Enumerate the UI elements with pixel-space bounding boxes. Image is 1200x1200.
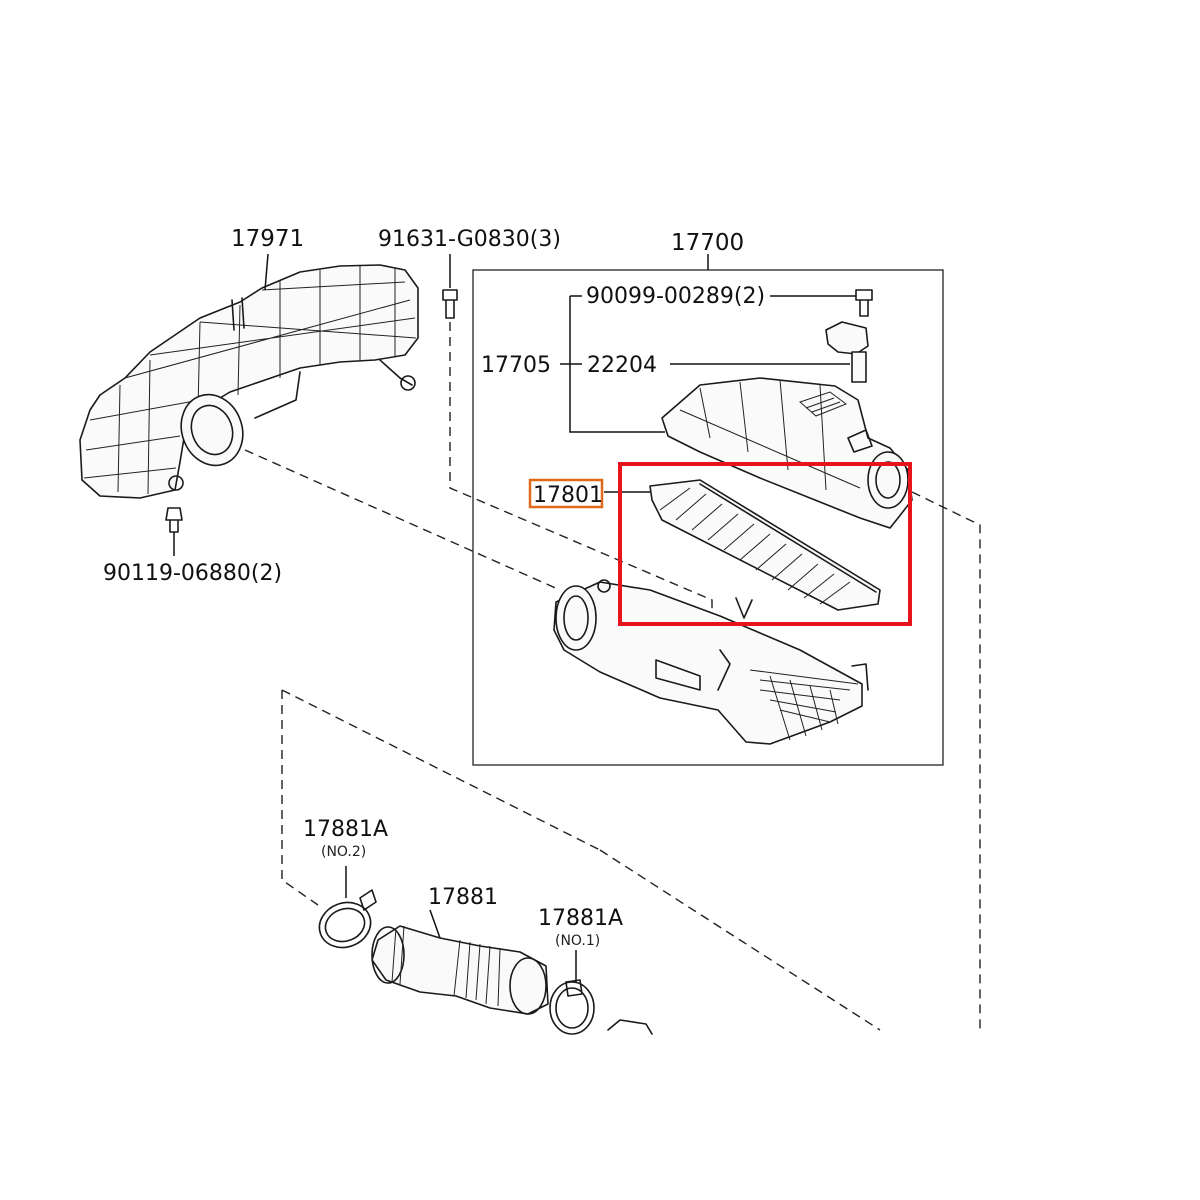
leader-17971 bbox=[264, 253, 269, 291]
label-90099-00289: 90099-00289(2) bbox=[586, 284, 765, 309]
label-17881: 17881 bbox=[428, 885, 498, 910]
highlight-box bbox=[618, 462, 912, 626]
inlet-duct-17971 bbox=[79, 264, 419, 499]
dash-diag-2 bbox=[599, 849, 881, 1031]
label-17705: 17705 bbox=[481, 353, 551, 378]
dash-left-vertical bbox=[281, 690, 319, 906]
bolt-90119-icon bbox=[165, 507, 183, 556]
bracket-17705 bbox=[560, 295, 665, 433]
clamp-17881a-no2-icon bbox=[318, 866, 377, 949]
bolt-91631-icon bbox=[442, 254, 458, 319]
label-17881a-no2: 17881A bbox=[303, 817, 388, 842]
label-17700: 17700 bbox=[671, 230, 744, 256]
label-17971: 17971 bbox=[231, 226, 304, 252]
label-17801: 17801 bbox=[533, 483, 603, 508]
dash-duct-to-case bbox=[244, 449, 561, 591]
label-17881a-no1: 17881A bbox=[538, 906, 623, 931]
label-90119-06880: 90119-06880(2) bbox=[103, 561, 282, 586]
hose-17881 bbox=[371, 909, 549, 1015]
screw-90099-icon bbox=[770, 289, 873, 317]
label-22204: 22204 bbox=[587, 353, 657, 378]
sensor-22204-icon bbox=[670, 321, 869, 383]
lower-case bbox=[553, 579, 869, 745]
air-filter-17801 bbox=[604, 479, 881, 611]
dash-right bbox=[911, 491, 981, 1030]
clamp-17881a-no1-icon bbox=[549, 950, 653, 1035]
label-no2: (NO.2) bbox=[321, 844, 366, 860]
label-highlight-box bbox=[528, 478, 604, 509]
label-no1: (NO.1) bbox=[555, 933, 600, 949]
label-91631-g0830: 91631-G0830(3) bbox=[378, 227, 561, 252]
